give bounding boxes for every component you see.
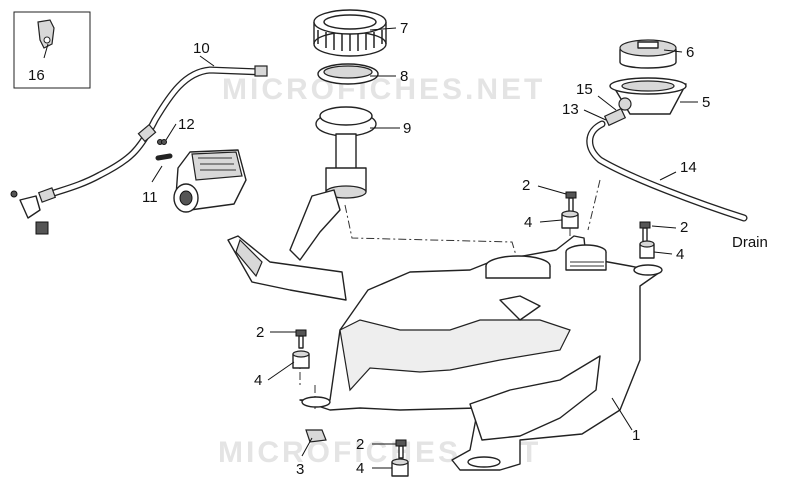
part-16-clip (37, 19, 55, 49)
part-11-fuel-pump-unit (155, 139, 247, 213)
part-9-pump-assembly (227, 106, 377, 301)
callout-8: 8 (400, 68, 408, 85)
callout-2-top: 2 (522, 177, 530, 194)
callout-4-top: 4 (524, 214, 532, 231)
callout-2-left: 2 (256, 324, 264, 341)
callout-3: 3 (296, 461, 304, 478)
callout-6: 6 (686, 44, 694, 61)
callout-labels: 16 10 7 8 9 12 11 6 15 5 13 14 2 4 2 4 2… (28, 20, 710, 478)
part-14-vent-hose (586, 120, 748, 222)
callout-4-left: 4 (254, 372, 262, 389)
callout-13: 13 (562, 101, 579, 118)
part-15-vent-valve (603, 107, 627, 127)
callout-10: 10 (193, 40, 210, 57)
part-10-hose (10, 65, 268, 235)
drain-label: Drain (732, 234, 768, 251)
part-3-clip (305, 429, 327, 443)
part-12-bolt (161, 139, 167, 145)
callout-4-bottom: 4 (356, 460, 364, 477)
callout-16: 16 (28, 67, 45, 84)
screw-and-grommet-set (292, 191, 655, 477)
callout-11: 11 (142, 189, 158, 206)
part-5-filler-flange (609, 77, 687, 115)
assembly-line-vent (587, 179, 601, 231)
callout-4-right: 4 (676, 246, 684, 263)
callout-15: 15 (576, 81, 593, 98)
callout-9: 9 (403, 120, 411, 137)
callout-12: 12 (178, 116, 195, 133)
callout-7: 7 (400, 20, 408, 37)
part-7-ring-nut (313, 9, 387, 57)
part-6-fuel-cap (619, 39, 677, 69)
callout-5: 5 (702, 94, 710, 111)
part-8-gasket (317, 63, 379, 85)
watermark-top: MICROFICHES.NET (222, 73, 545, 106)
callout-2-bottom: 2 (356, 436, 364, 453)
callout-1: 1 (632, 427, 640, 444)
callout-14: 14 (680, 159, 697, 176)
part-1-fuel-tank (299, 235, 663, 471)
leader-lines (43, 27, 698, 469)
callout-2-right: 2 (680, 219, 688, 236)
assembly-line-pump (344, 204, 519, 263)
